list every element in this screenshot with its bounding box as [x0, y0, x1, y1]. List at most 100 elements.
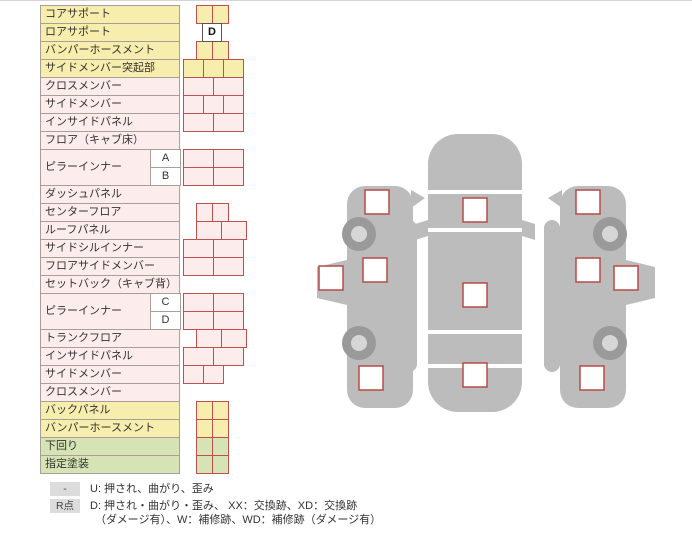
damage-marker-box[interactable] — [364, 189, 390, 215]
damage-cell[interactable] — [213, 77, 244, 96]
damage-cell[interactable] — [196, 203, 213, 222]
damage-cell[interactable] — [213, 239, 244, 258]
damage-cell-group — [196, 401, 229, 420]
vehicle-diagram — [295, 128, 665, 418]
damage-cell[interactable] — [203, 59, 224, 78]
damage-cell[interactable] — [196, 41, 213, 60]
damage-marker-box[interactable] — [462, 197, 488, 223]
part-label: サイドメンバー — [40, 95, 180, 114]
damage-cell[interactable] — [183, 257, 214, 276]
damage-cell[interactable] — [213, 113, 244, 132]
damage-cell[interactable] — [213, 347, 244, 366]
legend-key-chip: - — [50, 482, 80, 496]
part-label: ダッシュパネル — [40, 185, 180, 204]
damage-cell-group — [183, 167, 244, 186]
legend-key-chip: R点 — [50, 499, 80, 513]
damage-marker-box[interactable] — [462, 282, 488, 308]
part-label: セットバック（キャブ背） — [40, 275, 180, 294]
damage-marker-box[interactable] — [318, 265, 344, 291]
damage-cell[interactable] — [212, 401, 229, 420]
damage-cell[interactable] — [221, 221, 247, 240]
damage-cell[interactable] — [196, 5, 213, 24]
damage-cell[interactable] — [196, 419, 213, 438]
damage-cell[interactable] — [203, 95, 224, 114]
damage-cell[interactable] — [213, 257, 244, 276]
damage-cell[interactable] — [196, 221, 222, 240]
table-row: フロアサイドメンバー — [40, 257, 250, 276]
damage-cell[interactable] — [212, 203, 229, 222]
left-roofline — [401, 220, 417, 372]
damage-cell[interactable] — [183, 293, 214, 312]
damage-cell-group — [183, 257, 244, 276]
damage-cell-group — [183, 293, 244, 312]
damage-code-cell[interactable]: D — [202, 23, 222, 42]
damage-cell[interactable] — [183, 95, 204, 114]
damage-cell[interactable] — [213, 167, 244, 186]
damage-cell[interactable] — [196, 455, 213, 474]
left-mirror-icon — [411, 190, 425, 208]
part-label: サイドメンバー突起部 — [40, 59, 180, 78]
part-label: バンパーホースメント — [40, 41, 180, 60]
damage-cell-group — [183, 311, 244, 330]
damage-cell[interactable] — [183, 149, 214, 168]
table-row: コアサポート — [40, 5, 250, 24]
damage-cell[interactable] — [212, 437, 229, 456]
damage-cell[interactable] — [213, 149, 244, 168]
damage-cell-group — [196, 41, 229, 60]
damage-cell[interactable] — [213, 293, 244, 312]
table-row: センターフロア — [40, 203, 250, 222]
part-label: クロスメンバー — [40, 383, 180, 402]
table-row: 下回り — [40, 437, 250, 456]
damage-cell[interactable] — [203, 365, 224, 384]
damage-cell[interactable] — [183, 59, 204, 78]
damage-cell[interactable] — [183, 311, 214, 330]
damage-marker-box[interactable] — [575, 257, 601, 283]
damage-marker-box[interactable] — [575, 189, 601, 215]
damage-marker-box[interactable] — [462, 362, 488, 388]
damage-marker-box[interactable] — [613, 265, 639, 291]
damage-cell-group — [196, 419, 229, 438]
damage-cell-group — [196, 329, 247, 348]
damage-cell[interactable] — [183, 113, 214, 132]
table-row: 指定塗装 — [40, 455, 250, 474]
damage-cell[interactable] — [223, 59, 244, 78]
part-label: バンパーホースメント — [40, 419, 180, 438]
pillar-section-label: A — [150, 149, 181, 168]
damage-cell[interactable] — [196, 329, 222, 348]
table-row: バンパーホースメント — [40, 419, 250, 438]
right-mirror-icon — [548, 190, 562, 208]
top-right-mirror-icon — [522, 220, 535, 240]
table-row: B — [40, 167, 250, 186]
top-view-body — [428, 134, 522, 412]
damage-cell[interactable] — [183, 347, 214, 366]
part-label: 下回り — [40, 437, 180, 456]
damage-cell[interactable] — [213, 311, 244, 330]
damage-cell[interactable] — [221, 329, 247, 348]
part-label: ルーフパネル — [40, 221, 180, 240]
damage-cell[interactable] — [183, 365, 204, 384]
pillar-section-label: C — [150, 293, 181, 312]
part-label: バックパネル — [40, 401, 180, 420]
part-label: センターフロア — [40, 203, 180, 222]
part-label: インサイドパネル — [40, 347, 180, 366]
damage-marker-box[interactable] — [362, 257, 388, 283]
part-label: インサイドパネル — [40, 113, 180, 132]
damage-cell[interactable] — [212, 419, 229, 438]
table-row: バンパーホースメント — [40, 41, 250, 60]
damage-cell[interactable] — [212, 5, 229, 24]
table-row: トランクフロア — [40, 329, 250, 348]
table-row: クロスメンバー — [40, 383, 250, 402]
left-rear-wheel-hub — [351, 335, 367, 351]
damage-cell-group — [196, 221, 247, 240]
damage-cell[interactable] — [183, 239, 214, 258]
damage-cell[interactable] — [183, 77, 214, 96]
damage-cell[interactable] — [223, 95, 244, 114]
damage-marker-box[interactable] — [579, 365, 605, 391]
damage-marker-box[interactable] — [358, 365, 384, 391]
damage-cell[interactable] — [196, 401, 213, 420]
damage-cell[interactable] — [212, 455, 229, 474]
damage-cell[interactable] — [212, 41, 229, 60]
damage-cell[interactable] — [196, 437, 213, 456]
damage-cell[interactable] — [183, 167, 214, 186]
